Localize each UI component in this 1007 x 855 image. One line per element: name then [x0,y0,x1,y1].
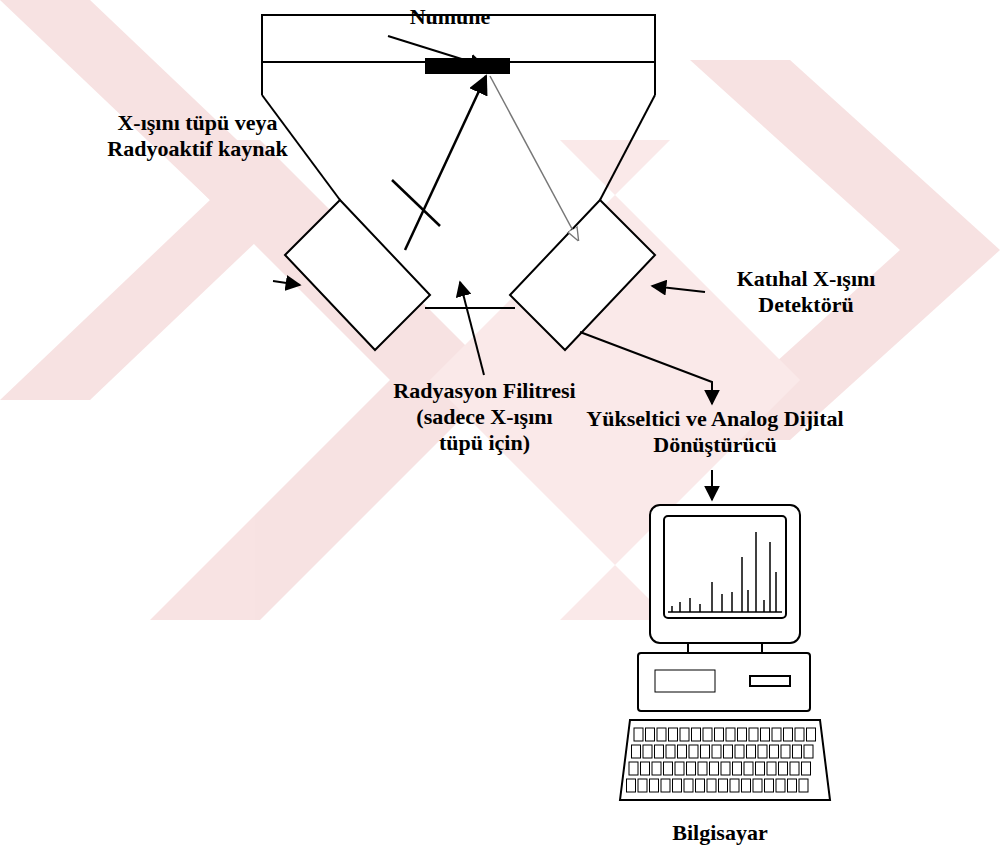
spectrum-plot [668,532,782,612]
sample-label: Numune [380,4,520,30]
detector-box [510,200,655,350]
primary-beam [405,76,486,250]
radiation-filter [392,180,440,226]
computer-label: Bilgisayar [645,820,795,846]
converter-label: Yükseltici ve Analog Dijital Dönüştürücü [575,406,855,458]
fluorescence-beam [490,76,578,240]
source-box [285,200,430,350]
computer-icon [620,505,830,800]
detector-label: Katıhal X-ışını Detektörü [706,266,906,318]
keyboard-keys [627,728,816,792]
source-label: X-ışını tüpü veya Radyoaktif kaynak [85,110,310,162]
filter-label: Radyasyon Filitresi (sadece X-ışını tüpü… [392,378,577,456]
watermark [0,0,1000,620]
